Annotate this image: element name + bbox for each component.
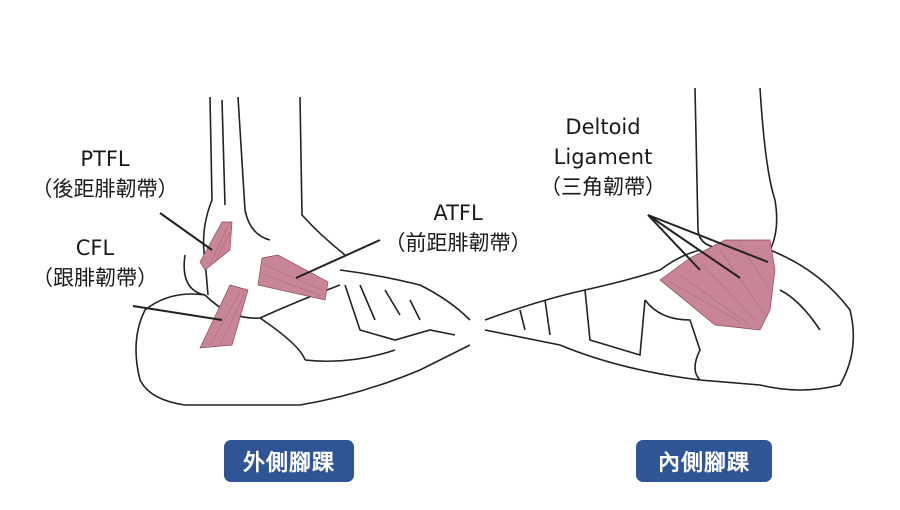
deltoid-name: （三角韌帶） [540, 175, 666, 199]
lateral-ankle-badge: 外側腳踝 [224, 440, 354, 482]
cfl-name: （跟腓韌帶） [32, 266, 158, 290]
cfl-abbr: CFL [75, 236, 115, 260]
deltoid-label: Deltoid Ligament （三角韌帶） [540, 112, 666, 202]
deltoid-line1: Deltoid [565, 115, 641, 139]
cfl-ligament [199, 284, 249, 349]
ptfl-abbr: PTFL [80, 147, 130, 171]
pointer-lines [132, 212, 769, 321]
atfl-name: （前距腓韌帶） [384, 231, 532, 255]
atfl-label: ATFL （前距腓韌帶） [385, 198, 532, 258]
ptfl-label: PTFL （後距腓韌帶） [32, 144, 179, 204]
cfl-label: CFL （跟腓韌帶） [32, 233, 158, 293]
atfl-abbr: ATFL [433, 201, 483, 225]
deltoid-line2: Ligament [553, 145, 653, 169]
ptfl-name: （後距腓韌帶） [31, 177, 179, 201]
deltoid-ligament [659, 239, 776, 331]
medial-ankle-illustration [484, 87, 855, 391]
medial-ankle-badge: 內側腳踝 [636, 440, 772, 482]
ligament-fibers [209, 225, 771, 346]
